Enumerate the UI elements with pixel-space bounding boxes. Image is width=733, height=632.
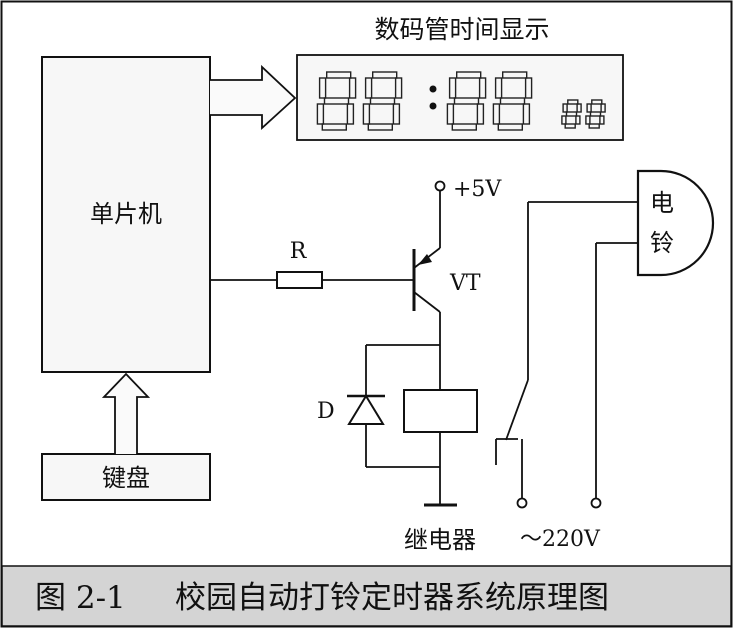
- mcu-to-display-arrow: [210, 64, 297, 131]
- digit-segment: [318, 77, 327, 99]
- digit-segment: [323, 97, 350, 105]
- digit-segment: [392, 103, 401, 125]
- digit-segment: [586, 103, 592, 113]
- figure-number: 图 2-1: [35, 580, 126, 616]
- digit-segment: [585, 115, 591, 125]
- digit-segment: [576, 103, 582, 113]
- display-digits: [316, 71, 606, 131]
- diode-label: D: [317, 399, 335, 424]
- colon-dot-lower: [429, 102, 437, 110]
- digit-segment: [362, 103, 371, 125]
- transistor-emitter-arrow: [418, 254, 432, 265]
- digit-segment: [448, 77, 457, 99]
- transistor-label: VT: [449, 271, 481, 296]
- digit-segment: [524, 77, 533, 99]
- digit-segment: [561, 115, 567, 125]
- digit-segment: [346, 103, 355, 125]
- digit-segment: [591, 99, 603, 105]
- mcu-block: [41, 56, 211, 373]
- digit-hour-tens: [316, 71, 357, 131]
- caption-bar: [1, 565, 732, 627]
- resistor-label: R: [290, 239, 308, 264]
- digit-minute-ones: [492, 71, 533, 131]
- digit-segment: [476, 103, 485, 125]
- keyboard-to-mcu-arrow: [101, 372, 151, 454]
- digit-segment: [600, 103, 606, 113]
- supply-label: +5V: [453, 177, 502, 202]
- digit-segment: [453, 97, 480, 105]
- digit-segment: [446, 103, 455, 125]
- digit-segment: [599, 115, 605, 125]
- digit-segment: [369, 97, 396, 105]
- transistor-collector-lead: [413, 291, 441, 313]
- digit-segment: [522, 103, 531, 125]
- diode-d: [347, 394, 385, 425]
- bell-label-1: 电: [650, 189, 674, 217]
- digit-segment: [564, 123, 576, 129]
- relay-switch-blade: [505, 379, 529, 441]
- keyboard-label: 键盘: [102, 464, 150, 492]
- digit-segment: [502, 71, 528, 79]
- digit-segment: [348, 77, 357, 99]
- digit-segment: [372, 71, 398, 79]
- relay-label: 继电器: [404, 526, 476, 554]
- digit-segment: [589, 111, 602, 117]
- digit-hour-ones: [362, 71, 403, 131]
- digit-segment: [575, 115, 581, 125]
- digit-segment: [451, 123, 477, 131]
- digit-segment: [562, 103, 568, 113]
- digit-segment: [326, 71, 352, 79]
- digit-minute-tens: [446, 71, 487, 131]
- colon-dot-upper: [429, 85, 437, 93]
- digit-segment: [567, 99, 579, 105]
- relay-coil: [403, 389, 478, 433]
- digit-segment: [394, 77, 403, 99]
- supply-terminal: [434, 180, 446, 192]
- digit-segment: [367, 123, 393, 131]
- resistor-r: [276, 271, 323, 289]
- mains-label: ～220V: [520, 527, 601, 552]
- mains-terminal-left: [516, 497, 528, 509]
- digit-second-ones: [585, 99, 606, 129]
- figure-caption: 校园自动打铃定时器系统原理图: [175, 580, 609, 616]
- electric-bell: [636, 169, 715, 277]
- digit-segment: [492, 103, 501, 125]
- digit-segment: [364, 77, 373, 99]
- digit-segment: [499, 97, 526, 105]
- digit-segment: [478, 77, 487, 99]
- digit-segment: [316, 103, 325, 125]
- digit-segment: [456, 71, 482, 79]
- digit-segment: [565, 111, 578, 117]
- bell-label-2: 铃: [650, 229, 674, 257]
- display-title: 数码管时间显示: [374, 15, 549, 44]
- digit-second-tens: [561, 99, 582, 129]
- digit-segment: [588, 123, 600, 129]
- digit-segment: [494, 77, 503, 99]
- digit-segment: [497, 123, 523, 131]
- mcu-label: 单片机: [90, 200, 162, 228]
- keyboard-block: [41, 453, 211, 501]
- digit-segment: [321, 123, 347, 131]
- mains-terminal-right: [590, 497, 602, 509]
